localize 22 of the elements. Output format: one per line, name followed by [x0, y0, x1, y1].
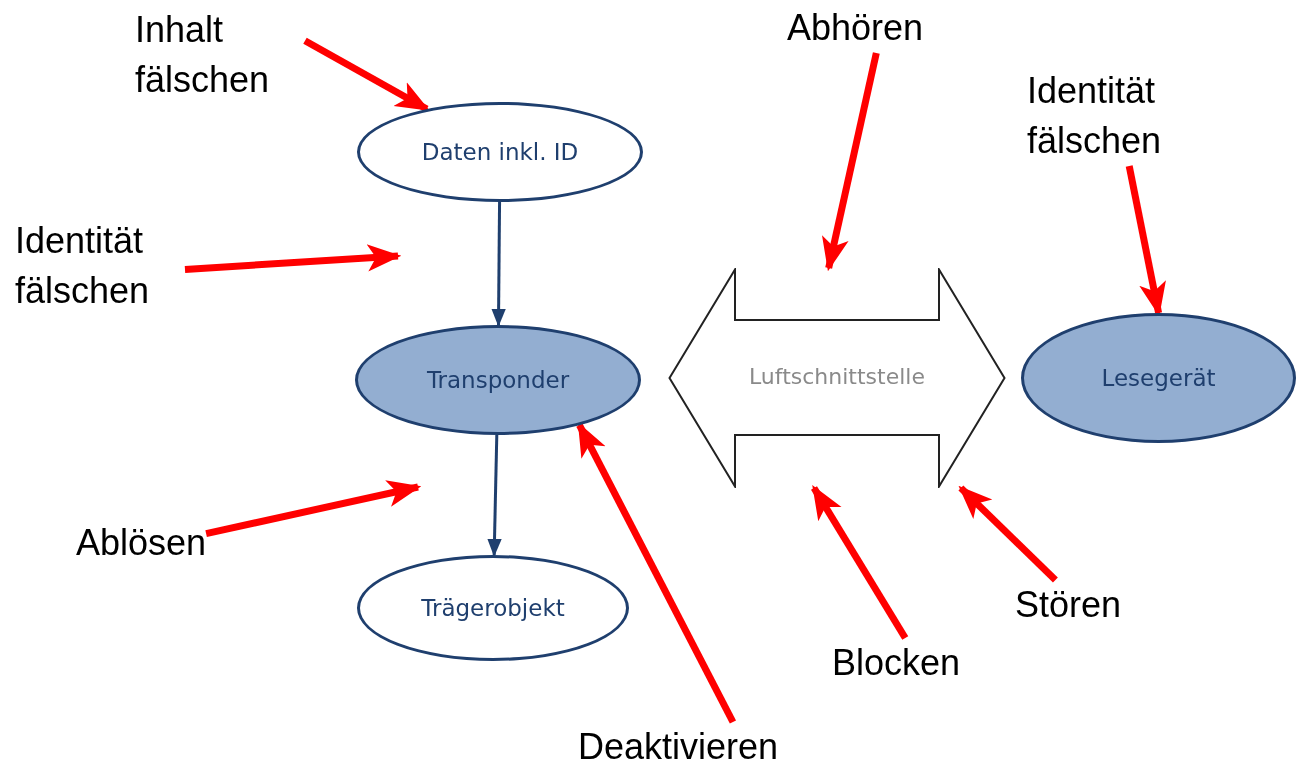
attack-label: Stören: [1015, 583, 1122, 627]
arrow: [491, 202, 506, 327]
arrow: [487, 434, 502, 557]
ellipse-node: Daten inkl. ID: [357, 102, 643, 202]
arrow: [822, 52, 880, 272]
arrow: [811, 485, 909, 640]
attack-label: Identität fälschen: [15, 219, 151, 313]
attack-label: Ablösen: [76, 521, 207, 565]
arrow: [184, 244, 402, 273]
attack-label: Blocken: [832, 641, 961, 685]
node-label: Luftschnittstelle: [748, 364, 926, 389]
attack-label: Identität fälschen: [1027, 69, 1163, 163]
arrow: [958, 485, 1058, 583]
attack-label: Deaktivieren: [578, 725, 779, 769]
ellipse-node: Trägerobjekt: [357, 555, 629, 661]
arrow: [303, 37, 430, 113]
arrow: [576, 422, 737, 724]
attack-label: Inhalt fälschen: [135, 8, 271, 102]
attack-label: Abhören: [787, 6, 924, 50]
arrow: [205, 480, 422, 538]
ellipse-node: Transponder: [355, 325, 641, 435]
ellipse-node: Lesegerät: [1021, 313, 1296, 443]
